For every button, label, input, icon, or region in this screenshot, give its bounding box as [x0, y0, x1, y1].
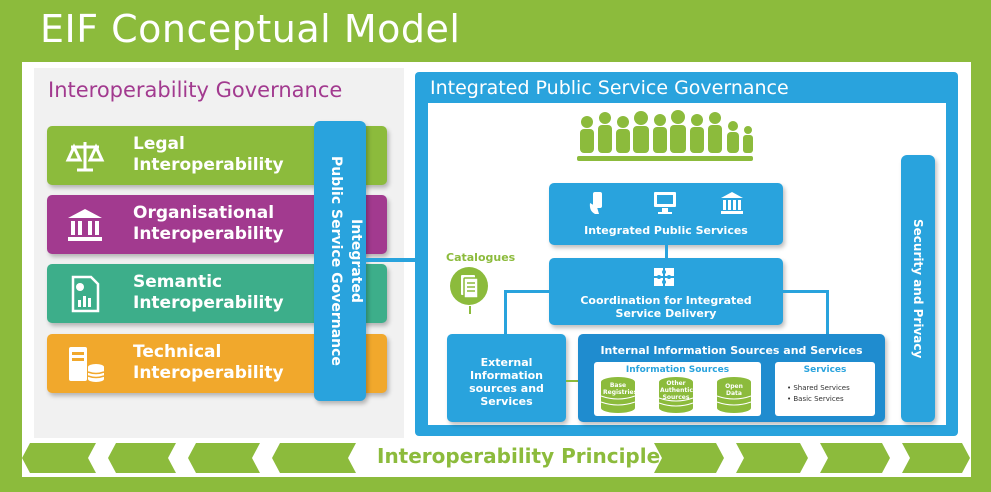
interoperability-principles-label: Interoperability Principles: [377, 444, 673, 468]
coordination-box: Coordination for Integrated Service Deli…: [549, 258, 783, 325]
mobile-touch-icon: [589, 192, 602, 214]
external-internal-connector: [566, 380, 578, 382]
semantic-interoperability-label: Semantic Interoperability: [133, 272, 284, 313]
institution-icon: [68, 209, 102, 241]
external-sources-label: External Information sources and Service…: [469, 356, 544, 408]
connector-external-vertical: [504, 290, 507, 334]
security-privacy-label: Security and Privacy: [911, 218, 925, 359]
shared-services-item: • Shared Services: [787, 384, 850, 392]
connector-coordination-right: [783, 290, 829, 293]
government-building-icon: [721, 192, 743, 214]
base-registries-cylinder-icon: [600, 377, 636, 413]
base-registries-label: Base Registries: [603, 382, 638, 396]
governance-connector: [366, 258, 418, 262]
integrated-public-services-label: Integrated Public Services: [584, 224, 748, 237]
open-data-cylinder-icon: [716, 377, 752, 413]
catalogues-label: Catalogues: [446, 251, 516, 264]
information-sources-title: Information Sources: [625, 365, 730, 375]
scales-icon: [65, 142, 105, 172]
external-sources-box: External Information sources and Service…: [447, 334, 566, 422]
integrated-public-services-box: Integrated Public Services: [549, 183, 783, 245]
legal-interoperability-label: Legal Interoperability: [133, 134, 284, 175]
shared-services-label: Shared Services: [793, 384, 850, 392]
services-panel: Services • Shared Services • Basic Servi…: [775, 362, 875, 416]
desktop-computer-icon: [654, 192, 676, 214]
internal-sources-title: Internal Information Sources and Service…: [600, 344, 863, 357]
citizens-businesses-icon: [577, 110, 753, 161]
open-data-label: Open Data: [725, 383, 743, 397]
catalogues-connector: [469, 306, 471, 314]
puzzle-icon: [654, 268, 674, 286]
other-authentic-sources-label: Other Authentic Sources: [660, 380, 693, 401]
connector-services-coordination: [665, 245, 668, 258]
organisational-interoperability-label: Organisational Interoperability: [133, 203, 284, 244]
technical-interoperability-label: Technical Interoperability: [133, 342, 284, 383]
ips-governance-title: Integrated Public Service Governance: [430, 77, 789, 99]
connector-internal-vertical: [826, 290, 829, 334]
page-title: EIF Conceptual Model: [40, 7, 461, 51]
integrated-public-service-governance-label: Integrated Public Service Governance: [328, 156, 364, 366]
other-authentic-sources-cylinder-icon: [658, 377, 694, 413]
interoperability-governance-title: Interoperability Governance: [48, 78, 343, 102]
connector-coordination-left: [504, 290, 549, 293]
basic-services-item: • Basic Services: [787, 395, 844, 403]
basic-services-label: Basic Services: [793, 395, 844, 403]
coordination-label: Coordination for Integrated Service Deli…: [580, 294, 752, 320]
security-privacy-bar: [901, 155, 935, 422]
integrated-public-service-governance-bar: [314, 121, 366, 401]
document-chart-icon: [71, 275, 100, 313]
interoperability-principles-arrows: [22, 443, 970, 473]
server-database-icon: [69, 347, 105, 382]
services-title: Services: [803, 365, 847, 375]
catalogues-icon: [450, 267, 488, 305]
